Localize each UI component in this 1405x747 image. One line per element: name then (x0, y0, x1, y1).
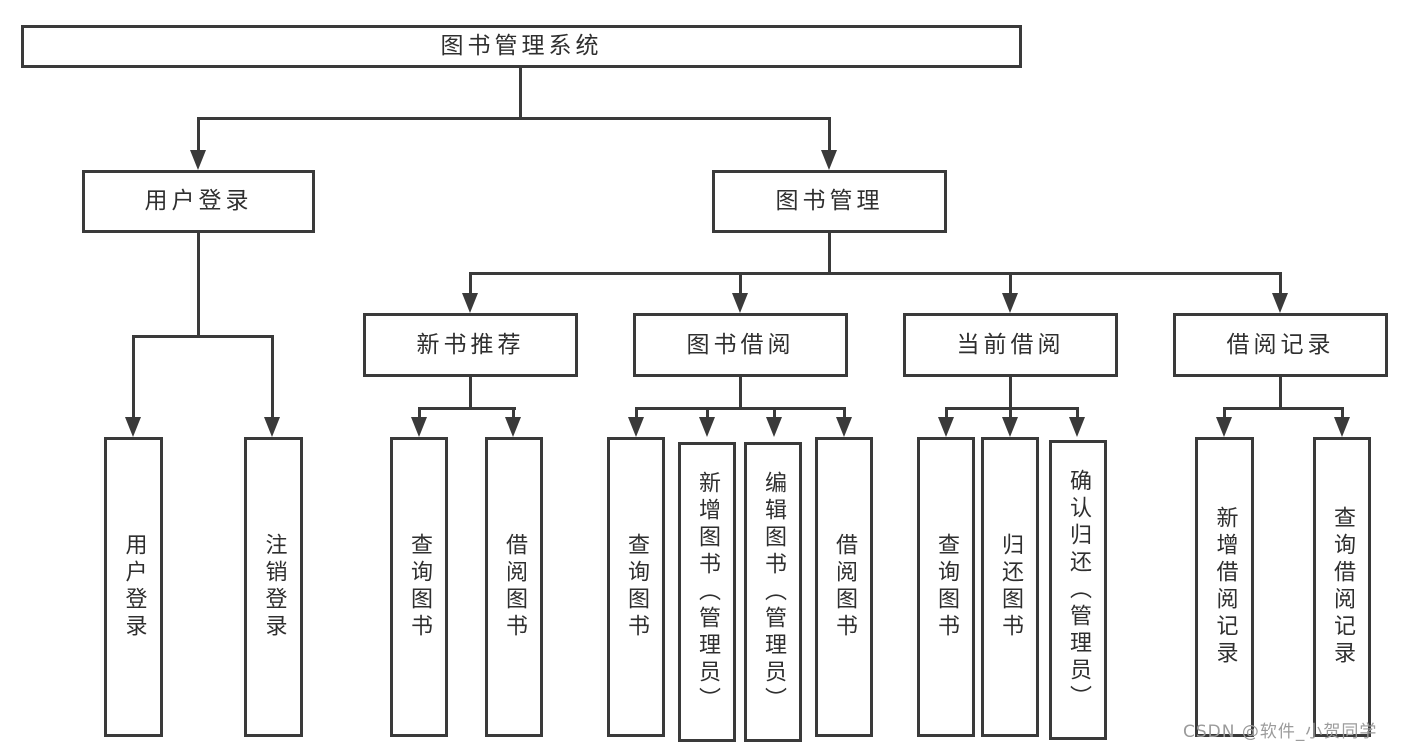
connector-leaf (706, 407, 709, 417)
connector-root-bar (197, 117, 831, 120)
leaf-confirm-return-admin: 确认归还（管理员） (1049, 440, 1107, 740)
connector-to-user-login (197, 117, 200, 150)
leaf-query-borrow-record: 查询借阅记录 (1313, 437, 1371, 737)
connector-borrow-records-bar (1223, 407, 1344, 410)
connector-leaf (512, 407, 515, 417)
arrow-down-icon (125, 417, 141, 437)
connector-leaf (635, 407, 638, 417)
connector-leaf (1009, 407, 1012, 417)
connector-leaf (1341, 407, 1344, 417)
arrow-down-icon (766, 417, 782, 437)
connector-leaf (1076, 407, 1079, 417)
leaf-query-books-borrow: 查询图书 (607, 437, 665, 737)
leaf-label: 查询图书 (407, 533, 432, 641)
leaf-label: 注销登录 (261, 533, 287, 641)
arrow-down-icon (505, 417, 521, 437)
connector-book-borrow-stub (739, 377, 742, 407)
leaf-label: 查询借阅记录 (1330, 506, 1355, 668)
connector-user-login-bar (132, 335, 274, 338)
leaf-label: 编辑图书（管理员） (761, 470, 786, 714)
arrow-down-icon (462, 293, 478, 313)
connector-to-book-borrow (739, 272, 742, 293)
node-borrow-records: 借阅记录 (1173, 313, 1388, 377)
node-book-borrow: 图书借阅 (633, 313, 848, 377)
leaf-label: 新增图书（管理员） (695, 470, 720, 714)
csdn-watermark: CSDN @软件_小贺同学 (1183, 722, 1378, 742)
connector-to-borrow-records (1279, 272, 1282, 293)
leaf-label: 归还图书 (998, 533, 1023, 641)
connector-new-book-stub (469, 377, 472, 407)
node-user-login: 用户登录 (82, 170, 315, 233)
arrow-down-icon (628, 417, 644, 437)
arrow-down-icon (1272, 293, 1288, 313)
connector-root-stub (519, 68, 522, 117)
arrow-down-icon (699, 417, 715, 437)
connector-level3-bar (469, 272, 1282, 275)
arrow-down-icon (1002, 293, 1018, 313)
connector-leaf (945, 407, 948, 417)
node-label: 图书管理 (775, 188, 884, 214)
leaf-label: 借阅图书 (832, 533, 857, 641)
arrow-down-icon (821, 150, 837, 170)
arrow-down-icon (732, 293, 748, 313)
node-label: 新书推荐 (416, 331, 525, 358)
leaf-label: 查询图书 (934, 533, 959, 641)
connector-to-book-management (828, 117, 831, 150)
arrow-down-icon (938, 417, 954, 437)
node-label: 借阅记录 (1226, 331, 1335, 358)
node-new-book-recommend: 新书推荐 (363, 313, 578, 377)
leaf-borrow-books-recommend: 借阅图书 (485, 437, 543, 737)
node-book-management: 图书管理 (712, 170, 947, 233)
arrow-down-icon (411, 417, 427, 437)
connector-to-leaf-user-login (132, 335, 135, 417)
connector-current-borrow-stub (1009, 377, 1012, 407)
leaf-label: 确认归还（管理员） (1066, 468, 1091, 712)
connector-new-book-bar (418, 407, 516, 410)
leaf-return-book: 归还图书 (981, 437, 1039, 737)
arrow-down-icon (190, 150, 206, 170)
connector-to-new-book (469, 272, 472, 293)
node-label: 当前借阅 (956, 331, 1065, 358)
leaf-add-borrow-record: 新增借阅记录 (1195, 437, 1254, 737)
leaf-user-login: 用户登录 (104, 437, 163, 737)
leaf-borrow-books: 借阅图书 (815, 437, 873, 737)
node-library-management-system: 图书管理系统 (21, 25, 1022, 68)
connector-leaf (418, 407, 421, 417)
arrow-down-icon (836, 417, 852, 437)
connector-book-borrow-bar (635, 407, 846, 410)
arrow-down-icon (1334, 417, 1350, 437)
connector-user-login-stub (197, 233, 200, 335)
leaf-label: 新增借阅记录 (1212, 506, 1238, 668)
arrow-down-icon (1002, 417, 1018, 437)
leaf-query-books-current: 查询图书 (917, 437, 975, 737)
leaf-edit-book-admin: 编辑图书（管理员） (744, 442, 802, 742)
leaf-add-book-admin: 新增图书（管理员） (678, 442, 736, 742)
connector-borrow-records-stub (1279, 377, 1282, 407)
leaf-logout-login: 注销登录 (244, 437, 303, 737)
connector-to-leaf-logout (271, 335, 274, 417)
leaf-label: 查询图书 (624, 533, 649, 641)
arrow-down-icon (1216, 417, 1232, 437)
connector-leaf (773, 407, 776, 417)
connector-leaf (843, 407, 846, 417)
node-label: 图书管理系统 (440, 33, 603, 59)
leaf-label: 借阅图书 (502, 533, 527, 641)
connector-current-borrow-bar (945, 407, 1079, 410)
arrow-down-icon (1069, 417, 1085, 437)
node-label: 用户登录 (144, 188, 253, 214)
leaf-label: 用户登录 (121, 533, 147, 641)
arrow-down-icon (264, 417, 280, 437)
node-label: 图书借阅 (686, 331, 795, 358)
connector-leaf (1223, 407, 1226, 417)
connector-to-current-borrow (1009, 272, 1012, 293)
connector-book-management-stub (828, 233, 831, 272)
leaf-query-books-recommend: 查询图书 (390, 437, 448, 737)
node-current-borrow: 当前借阅 (903, 313, 1118, 377)
